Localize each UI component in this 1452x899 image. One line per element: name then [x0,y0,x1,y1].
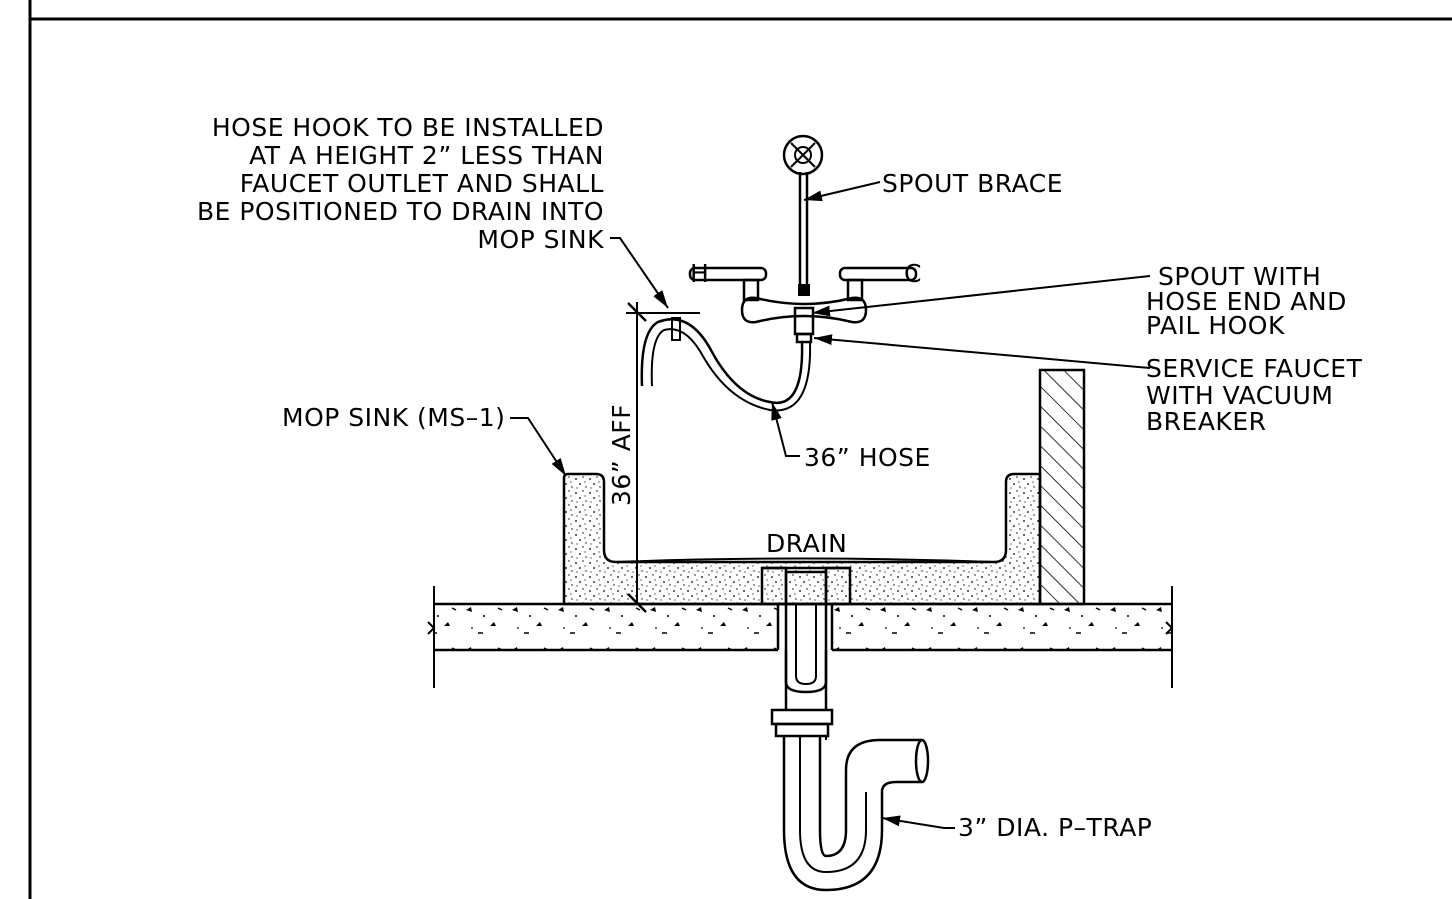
height-dimension [626,302,700,613]
hot-handle-label: H [690,259,709,288]
height-dimension-label: 36” AFF [607,404,636,506]
spout-brace-label: SPOUT BRACE [882,169,1063,198]
p-trap-label: 3” DIA. P–TRAP [958,813,1152,842]
svg-text:HOSE END AND: HOSE END AND [1146,287,1347,316]
cold-handle-label: C [904,259,922,288]
service-faucet [688,266,918,344]
svg-text:SERVICE FAUCET: SERVICE FAUCET [1146,354,1363,383]
svg-text:WITH VACUUM: WITH VACUUM [1146,381,1333,410]
drain-label: DRAIN [766,529,847,558]
svg-text:BREAKER: BREAKER [1146,407,1266,436]
svg-text:PAIL HOOK: PAIL HOOK [1146,311,1285,340]
mop-sink-body [562,472,1042,606]
service-faucet-label: SERVICE FAUCET WITH VACUUM BREAKER [1146,354,1363,436]
wall [1038,368,1086,606]
spout-brace-assembly [782,134,824,296]
mop-sink-label: MOP SINK (MS–1) [282,403,505,432]
floor-drain [760,566,852,606]
svg-text:BE POSITIONED TO DRAIN INTO: BE POSITIONED TO DRAIN INTO [197,197,604,226]
hose [640,317,812,412]
svg-text:AT A HEIGHT 2” LESS THAN: AT A HEIGHT 2” LESS THAN [249,141,604,170]
svg-text:SPOUT WITH: SPOUT WITH [1158,262,1321,291]
p-trap [770,604,930,892]
leader-lines [510,181,1151,829]
svg-text:MOP SINK: MOP SINK [477,225,604,254]
floor-slab [427,586,1174,688]
drawing-frame [28,0,1452,899]
svg-text:HOSE HOOK TO BE INSTALLED: HOSE HOOK TO BE INSTALLED [212,113,604,142]
svg-text:FAUCET OUTLET AND SHALL: FAUCET OUTLET AND SHALL [240,169,604,198]
spout-with-hose-end-label: SPOUT WITH HOSE END AND PAIL HOOK [1146,262,1347,340]
hose-label: 36” HOSE [804,443,931,472]
hose-hook-note: HOSE HOOK TO BE INSTALLED AT A HEIGHT 2”… [197,113,604,254]
